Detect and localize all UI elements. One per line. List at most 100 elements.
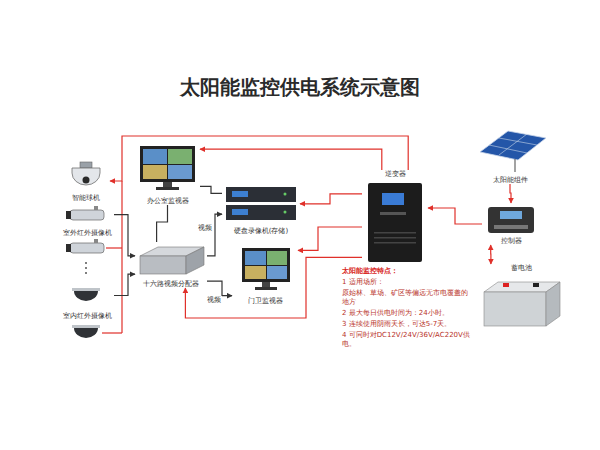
dvr-unit [226,205,296,220]
bullet-camera [66,206,104,220]
camera-base [72,288,100,291]
panel-stand [514,159,515,172]
power-wire [510,184,511,203]
device-label: 门卫监视器 [248,297,283,305]
power-wire [121,181,122,333]
camera-dome [74,328,98,338]
notes-block: 太阳能监控特点： 1 适用场所： 原始林、草场、矿区等偏远无市电覆盖的地方 2 最大每… [342,267,474,351]
power-wire [298,227,362,250]
screen-view [168,149,192,164]
battery-front [484,292,546,326]
camera-dome [72,168,100,185]
dvr-led [284,211,287,214]
power-wire [300,194,362,204]
inverter-vent [374,232,416,234]
power-wire [200,149,382,170]
panel-grid [499,134,527,155]
device-label: 硬盘录像机(存储) [234,227,288,235]
inverter-cabinet [368,183,422,262]
inverter-display [382,193,404,205]
camera-mount [94,206,98,210]
camera-body [70,210,104,220]
dvr-unit [226,187,296,202]
camera-lens [83,177,90,184]
controller-display [500,211,522,219]
panel-grid [489,145,527,153]
power-wire [106,247,122,248]
camera-node: 室外红外摄像机 [60,205,114,237]
edge-label: 视频 [197,224,213,232]
device-label: 室内红外摄像机 [63,312,112,320]
dome-camera [72,162,100,185]
panel-grid [518,137,546,158]
solar-node: 太阳能组件 [472,128,548,184]
charge-controller [488,207,534,233]
box-front [140,256,186,274]
video-wire [114,215,135,256]
monitor-frame [242,248,290,282]
battery-side [546,282,560,326]
note-line: 2 最大每日供电时间为：24小时。 [342,309,474,318]
monitor-node: 门卫监视器 [232,243,298,305]
inverter [368,183,422,262]
battery [484,282,560,326]
power-wire [490,245,491,264]
screen-view [143,165,167,179]
camera-node: 室内红外摄像机 [60,285,114,320]
video-wire [207,214,222,256]
monitor-base [156,187,179,190]
camera-mount [94,239,98,243]
controller-node: 控制器 [482,203,540,245]
note-line: 1 适用场所： [342,278,474,287]
video-wire [207,281,232,296]
video-wire [200,186,222,193]
camera-mount [80,162,92,168]
inverter-button [380,212,406,215]
camera-base [72,325,100,328]
monitor [242,248,290,290]
distributor-node: 十六路视频分配器 [135,242,207,288]
dot [85,267,87,269]
screen-view [267,251,287,265]
screen-view [245,251,266,265]
device-label: 室外红外摄像机 [63,229,112,237]
monitor-node: 办公室监视器 [135,143,200,205]
controller-terminals [494,225,528,229]
video-distributor [140,247,204,274]
note-line: 太阳能监控特点： [342,267,474,276]
ceiling-dome-camera [72,288,100,301]
camera-dome [74,291,98,301]
dvr-display [232,191,248,197]
camera-node: 智能球机 [62,160,110,202]
note-line: 原始林、草场、矿区等偏远无市电覆盖的地方 [342,289,474,307]
bullet-camera [66,239,104,253]
dvr-display [232,209,248,215]
panel-surface [480,131,546,160]
panel-grid [499,138,537,145]
solar-panel [480,131,546,172]
device-label: 智能球机 [72,194,100,202]
ellipsis-dots [85,262,87,274]
dvr-node: 硬盘录像机(存储) [222,183,300,235]
screen-view [143,149,167,164]
monitor-base [255,287,277,290]
power-bus [102,181,122,333]
video-wire [157,205,168,242]
edge-label: 视频 [206,296,222,304]
screen-view [267,266,287,279]
inverter-vent [374,237,416,239]
camera-body [70,243,104,253]
inverter-node: 逆变器 [362,170,428,265]
screen-view [168,165,192,179]
ceiling-dome-camera [72,325,100,338]
monitor-stand [262,282,270,287]
battery-terminal [533,283,539,287]
battery-node: 蓄电池 [478,264,564,332]
power-wire [428,208,482,224]
power-wire [110,136,408,181]
camera-lens [66,244,71,252]
dvr-led [284,193,287,196]
device-label: 蓄电池 [511,264,532,272]
